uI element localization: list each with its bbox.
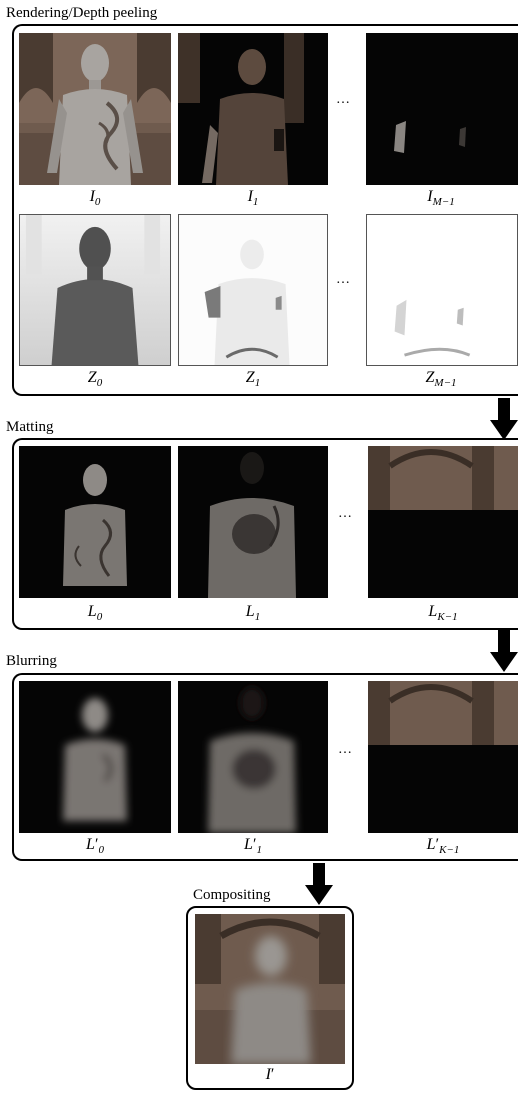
- layer-L1: [178, 446, 328, 598]
- matting-stage-title: Matting: [6, 418, 54, 436]
- rendering-stage-title: Rendering/Depth peeling: [6, 4, 157, 22]
- blurred-layer-L0: [19, 681, 171, 833]
- caption-Z-M-1: ZM−1: [366, 369, 516, 392]
- caption-L-prime-0: L′0: [20, 836, 170, 859]
- ellipsis-matting-row: …: [338, 506, 353, 522]
- caption-Z1: Z1: [178, 369, 328, 392]
- image-I1: [178, 33, 328, 185]
- blurred-layer-L1: [178, 681, 328, 833]
- caption-Z0: Z0: [20, 369, 170, 392]
- depth-Z0: [19, 214, 171, 366]
- arrow-down-icon: [305, 863, 333, 905]
- compositing-stage-title: Compositing: [193, 886, 271, 904]
- caption-L-prime-K-1: L′K−1: [368, 836, 518, 859]
- ellipsis-blurring-row: …: [338, 742, 353, 758]
- caption-L0: L0: [20, 603, 170, 626]
- layer-L0: [19, 446, 171, 598]
- caption-I-prime: I′: [195, 1066, 345, 1084]
- depth-Z1: [178, 214, 328, 366]
- ellipsis-color-row: …: [336, 92, 351, 108]
- blurred-layer-L-K-1: [368, 681, 518, 833]
- arrow-down-icon: [490, 398, 518, 440]
- caption-I1: I1: [178, 188, 328, 211]
- caption-L-prime-1: L′1: [178, 836, 328, 859]
- caption-I0: I0: [20, 188, 170, 211]
- composited-image: [195, 914, 345, 1064]
- arrow-down-icon: [490, 630, 518, 672]
- image-I-M-1: [366, 33, 518, 185]
- ellipsis-depth-row: …: [336, 272, 351, 288]
- layer-L-K-1: [368, 446, 518, 598]
- image-I0: [19, 33, 171, 185]
- caption-L-K-1: LK−1: [368, 603, 518, 626]
- blurring-stage-title: Blurring: [6, 652, 57, 670]
- caption-L1: L1: [178, 603, 328, 626]
- depth-Z-M-1: [366, 214, 518, 366]
- caption-I-M-1: IM−1: [366, 188, 516, 211]
